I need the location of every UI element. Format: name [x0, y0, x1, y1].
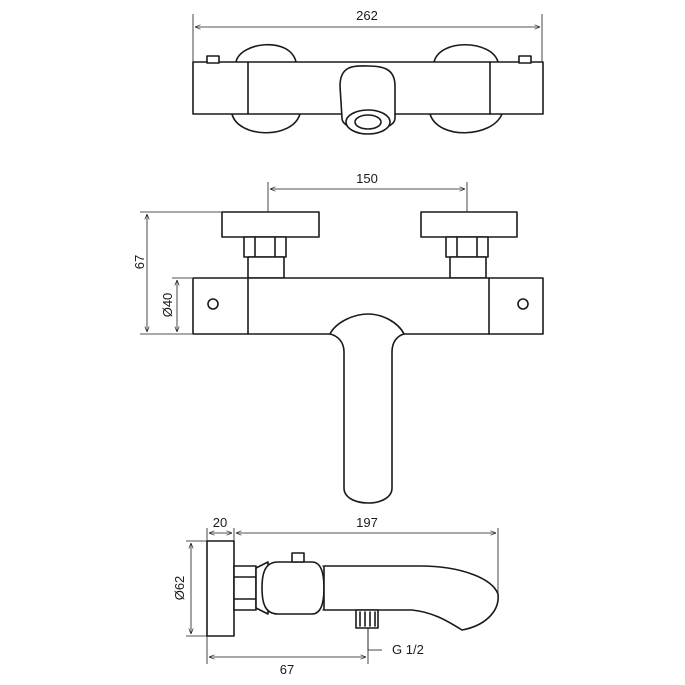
dimension-width: 262 [192, 8, 543, 68]
dimension-disc-diameter-label: Ø62 [172, 576, 187, 601]
right-pin [518, 55, 532, 64]
side-nut [233, 565, 257, 611]
dimension-body-diameter-label: Ø40 [160, 293, 175, 318]
side-wall-disc [206, 540, 235, 637]
dimension-height: 67 [132, 211, 222, 335]
left-wall-disc [235, 43, 297, 63]
side-pin [291, 552, 305, 563]
left-nut [243, 236, 287, 258]
right-connector [449, 256, 487, 279]
dimension-body-diameter: Ø40 [160, 277, 192, 332]
dimension-wall-label: 20 [213, 515, 227, 530]
front-view: 150 67 Ø40 [132, 171, 544, 504]
spout-outlet [345, 109, 391, 135]
left-pin-hole [207, 298, 219, 310]
left-pin [206, 55, 220, 64]
dimension-depth: 197 [236, 515, 499, 594]
dimension-depth-label: 197 [356, 515, 378, 530]
side-body [261, 561, 325, 615]
dimension-width-label: 262 [356, 8, 378, 23]
thread-nipple [355, 609, 379, 629]
right-nut [445, 236, 489, 258]
dimension-spacing: 150 [267, 171, 468, 212]
dimension-height-label: 67 [132, 255, 147, 269]
dimension-base-label: 67 [280, 662, 294, 677]
side-view: 20 197 Ø62 35 67 [172, 515, 499, 677]
dimension-disc-diameter: Ø62 [172, 540, 207, 637]
left-wall-plate [221, 211, 320, 238]
right-wall-disc [433, 43, 499, 63]
right-wall-plate [420, 211, 518, 238]
thread-label: G 1/2 [392, 642, 424, 657]
top-view: 262 [192, 8, 544, 135]
dimension-spacing-label: 150 [356, 171, 378, 186]
front-spout [329, 313, 405, 504]
right-pin-hole [517, 298, 529, 310]
left-connector [247, 256, 285, 279]
side-spout [323, 565, 499, 631]
